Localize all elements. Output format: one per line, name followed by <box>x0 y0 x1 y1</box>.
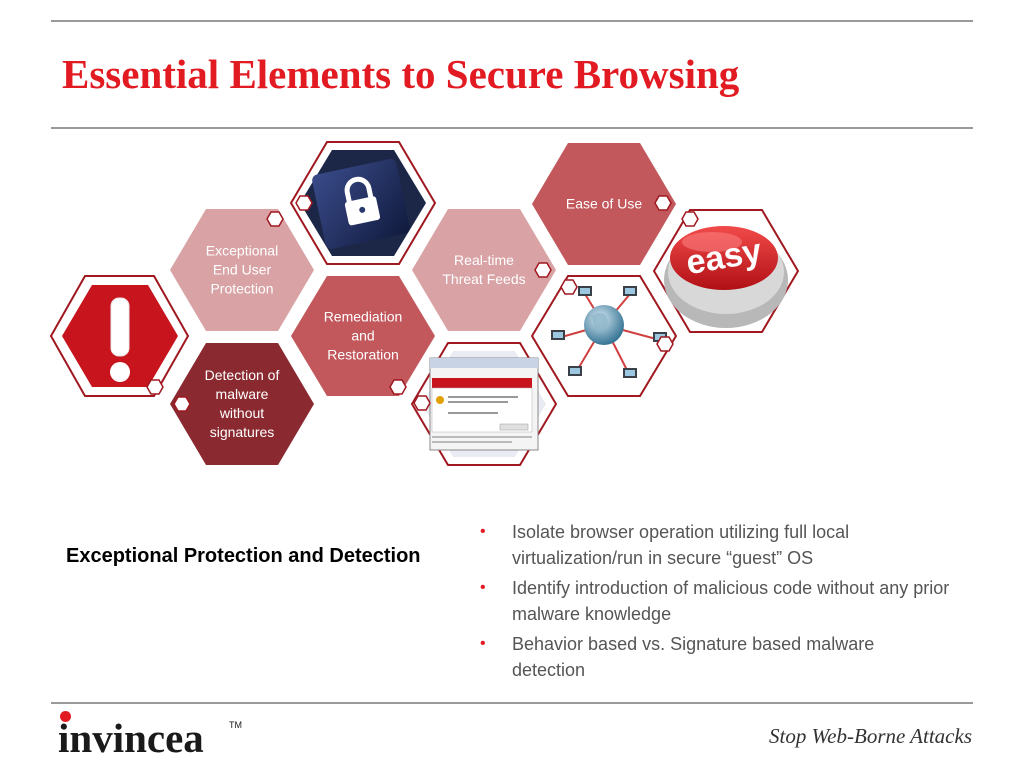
exclamation-hexagon <box>49 275 190 397</box>
globe-hexagon <box>530 275 678 397</box>
globe-network-icon <box>551 286 667 378</box>
exclamation-icon <box>110 297 130 382</box>
logo-trademark: TM <box>229 720 242 730</box>
bullet-text: Behavior based vs. Signature based malwa… <box>512 634 875 680</box>
hex-remediation <box>291 276 435 396</box>
hex-realtime <box>412 209 556 331</box>
hex-exceptional <box>170 209 314 331</box>
bullet-item: • Behavior based vs. Signature based malw… <box>480 631 950 683</box>
slide-title: Essential Elements to Secure Browsing <box>62 51 740 97</box>
hexagon-diagram: easy Exceptional End User Protection Rea… <box>49 141 800 466</box>
hex-label-exceptional: Exceptional End User Protection <box>205 242 279 297</box>
hex-label-remediation: Remediation and Restoration <box>323 308 403 363</box>
logo-text: invincea <box>58 715 204 761</box>
easy-hexagon: easy <box>652 209 800 333</box>
invincea-logo: invincea TM <box>58 706 258 761</box>
footer-rule <box>51 702 973 704</box>
bullet-text: Isolate browser operation utilizing full… <box>512 522 850 568</box>
bullet-item: • Isolate browser operation utilizing ful… <box>480 519 950 571</box>
easy-button-icon: easy <box>664 226 788 328</box>
browser-hexagon <box>410 342 558 466</box>
bullet-text: Identify introduction of malicious code … <box>512 578 950 624</box>
hex-label-realtime: Real-time Threat Feeds <box>442 252 526 287</box>
logo-dot-icon <box>60 711 71 722</box>
hex-ease <box>532 143 676 265</box>
lock-hexagon <box>289 141 437 265</box>
hex-connectors <box>146 195 699 412</box>
hex-detection <box>170 343 314 465</box>
bullet-item: • Identify introduction of malicious code… <box>480 575 950 627</box>
section-subtitle: Exceptional Protection and Detection <box>66 545 421 567</box>
footer-tagline: Stop Web-Borne Attacks <box>769 724 972 748</box>
lock-icon <box>344 176 381 226</box>
bullet-dot-icon: • <box>480 579 486 596</box>
top-rule <box>51 20 973 22</box>
bullet-dot-icon: • <box>480 523 486 540</box>
browser-screenshot-icon <box>429 357 539 451</box>
hex-label-ease: Ease of Use <box>565 195 643 212</box>
title-rule <box>51 127 973 129</box>
bullet-list: • Isolate browser operation utilizing ful… <box>480 519 950 687</box>
hex-label-detection: Detection of malware without signatures <box>204 367 280 440</box>
bullet-dot-icon: • <box>480 635 486 652</box>
